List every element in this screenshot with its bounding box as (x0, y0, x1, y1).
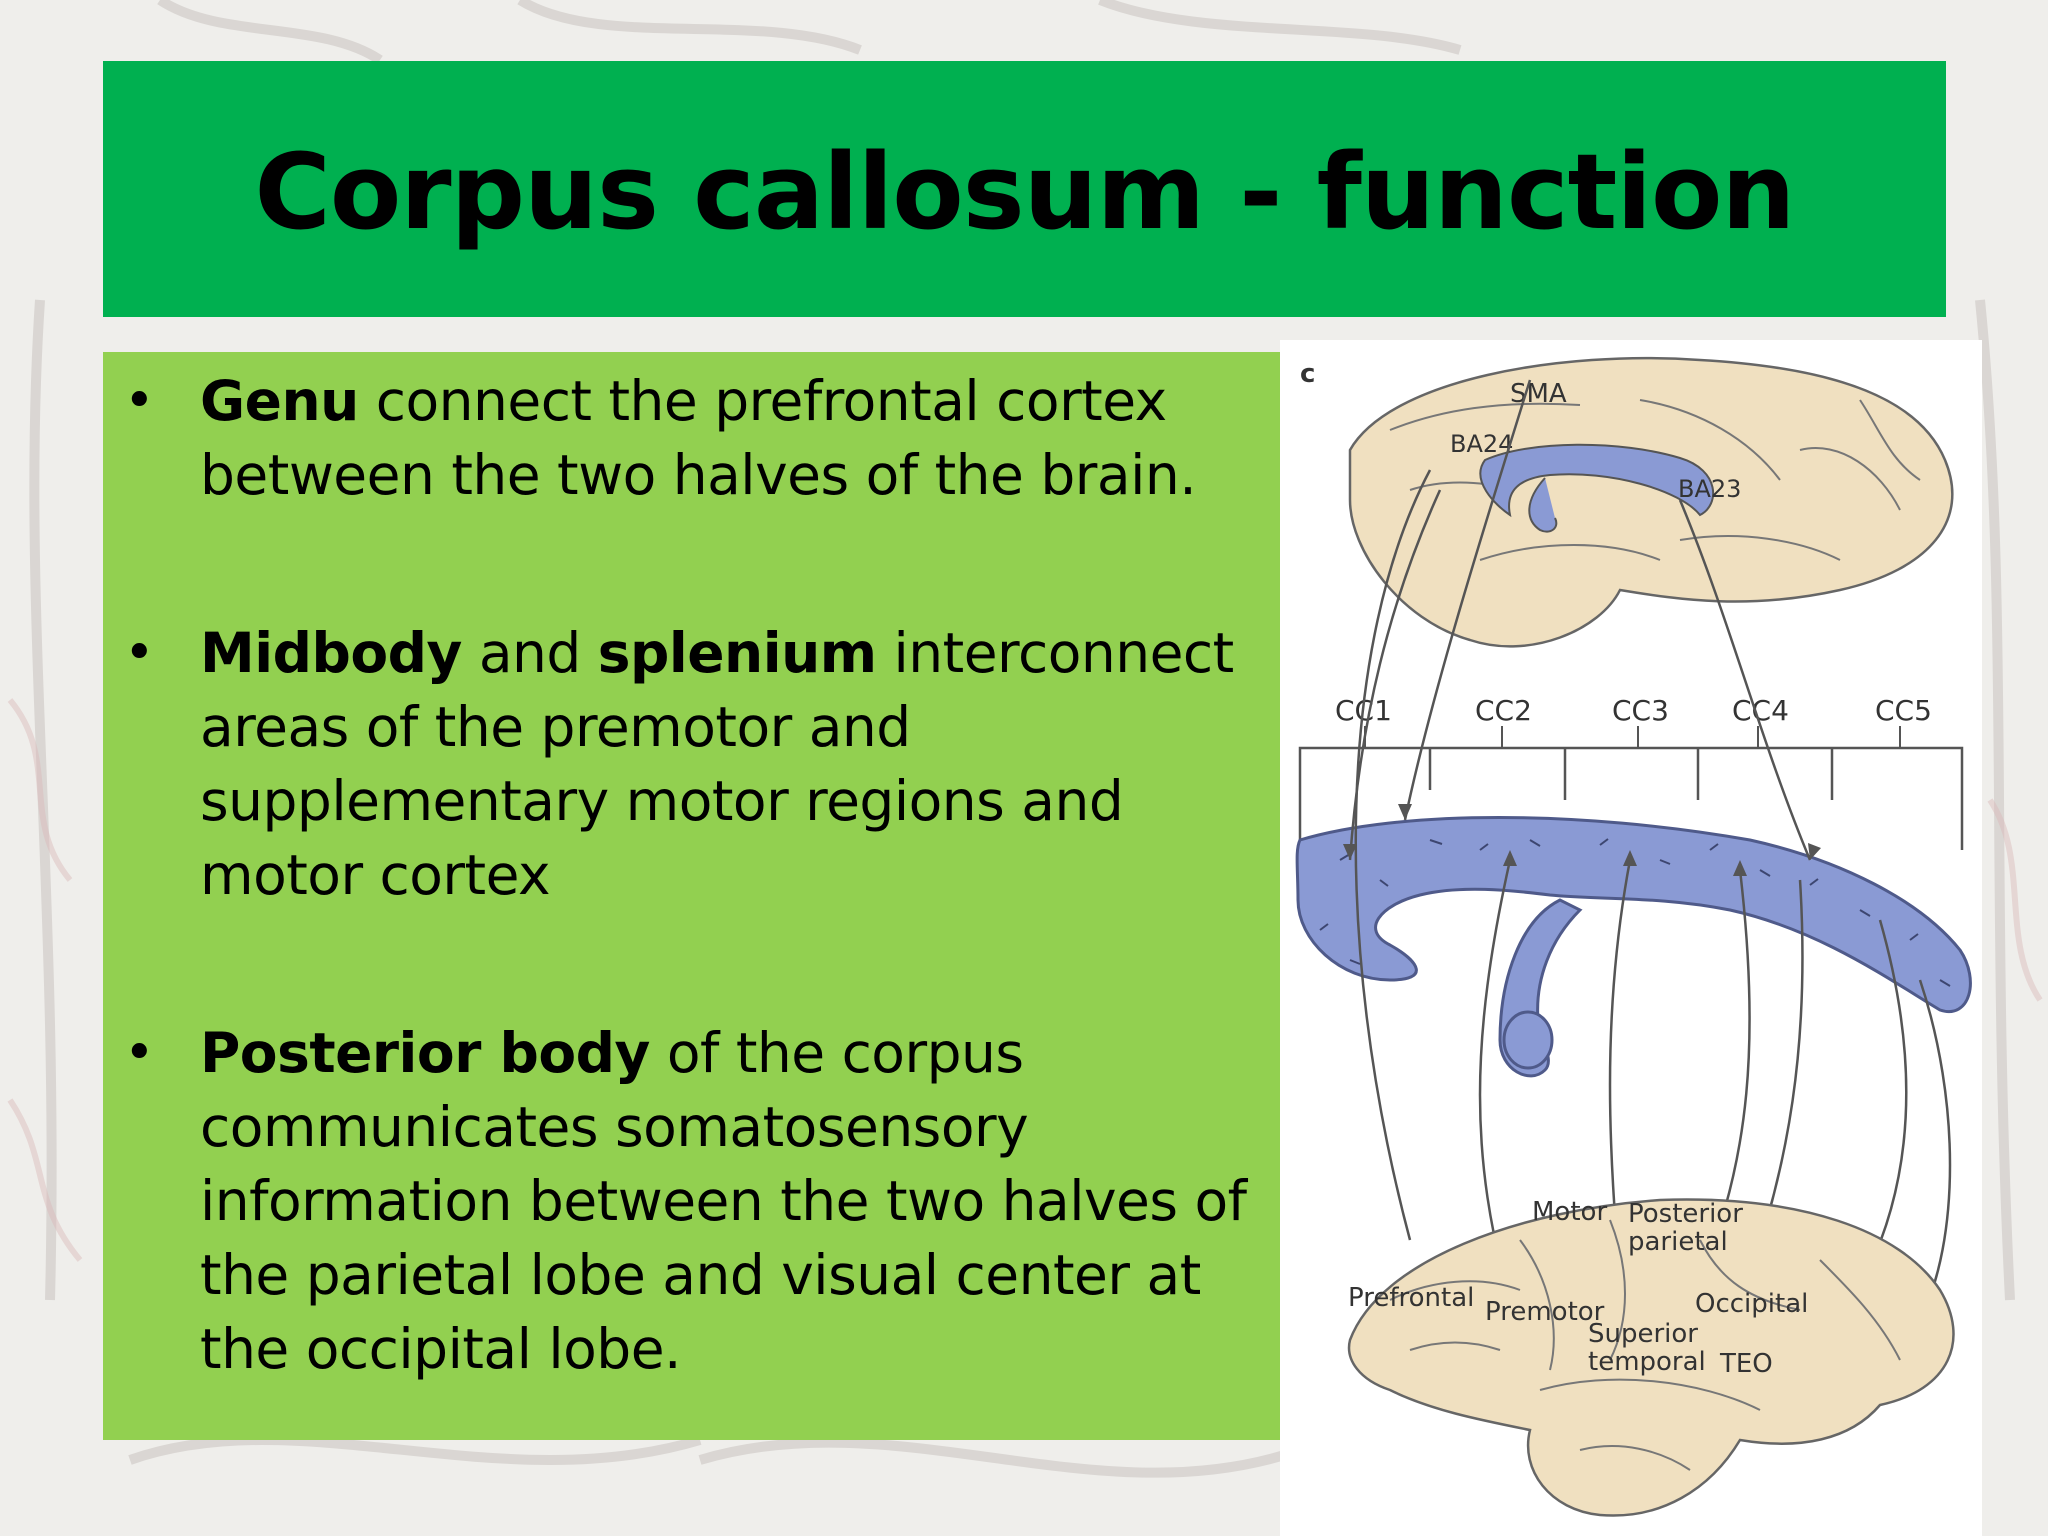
label-posterior: Posterior (1628, 1199, 1743, 1229)
callosum-diagram: c SMA BA24 BA23 CC1 CC2 CC3 CC4 CC5 (1280, 340, 1982, 1536)
segment-bracket (1298, 746, 1964, 850)
label-premotor: Premotor (1485, 1297, 1605, 1327)
panel-letter: c (1300, 359, 1315, 389)
label-ba24: BA24 (1450, 430, 1513, 458)
label-motor: Motor (1532, 1197, 1607, 1227)
segment-cc2: CC2 (1475, 694, 1532, 727)
large-callosum (1295, 816, 1972, 1014)
bottom-brain (1347, 1198, 1955, 1517)
large-fornix-end (1502, 1010, 1554, 1070)
slide-title: Corpus callosum - function (254, 131, 1796, 253)
top-brain (1348, 356, 1954, 648)
bullet-posterior-body: Posterior body of the corpus communicate… (124, 1016, 1260, 1386)
label-superior: Superior (1588, 1319, 1698, 1349)
top-fornix (1528, 477, 1558, 533)
segment-cc4: CC4 (1732, 694, 1789, 727)
bullet-2-segment-1: of the corpus communicates somatosensory… (200, 1021, 1247, 1381)
bullet-1-segment-1: and (461, 621, 598, 685)
bullet-0-segment-0: Genu (200, 369, 359, 433)
bullet-midbody-splenium: Midbody and splenium interconnect areas … (124, 616, 1260, 912)
label-sma: SMA (1510, 379, 1567, 409)
label-parietal: parietal (1628, 1227, 1728, 1257)
top-brain-sulci (1389, 399, 1921, 561)
label-ba23: BA23 (1678, 475, 1741, 503)
label-prefrontal: Prefrontal (1348, 1283, 1474, 1313)
label-teo: TEO (1719, 1349, 1773, 1379)
callosum-fiber-marks (1319, 838, 1951, 987)
bullet-1-segment-0: Midbody (200, 621, 462, 685)
bullet-0-segment-1: connect the prefrontal cortex between th… (200, 369, 1197, 507)
segment-cc5: CC5 (1875, 694, 1932, 727)
callosum-diagram-svg: c SMA BA24 BA23 CC1 CC2 CC3 CC4 CC5 (1295, 356, 1972, 1517)
bullet-panel: Genu connect the prefrontal cortex betwe… (103, 352, 1280, 1440)
bottom-brain-sulci (1389, 1219, 1901, 1471)
bullet-1-segment-3: interconnect areas of the premotor and s… (200, 621, 1234, 907)
bullet-2-segment-0: Posterior body (200, 1021, 650, 1085)
title-bar: Corpus callosum - function (103, 61, 1946, 317)
top-callosum (1479, 443, 1715, 518)
label-temporal: temporal (1588, 1347, 1706, 1377)
bullet-1-segment-2: splenium (597, 621, 877, 685)
bullet-genu: Genu connect the prefrontal cortex betwe… (124, 364, 1260, 512)
arrow-heads (1343, 804, 1821, 876)
segment-cc3: CC3 (1612, 694, 1669, 727)
label-occipital: Occipital (1695, 1289, 1808, 1319)
segment-ticks (1364, 726, 1901, 748)
